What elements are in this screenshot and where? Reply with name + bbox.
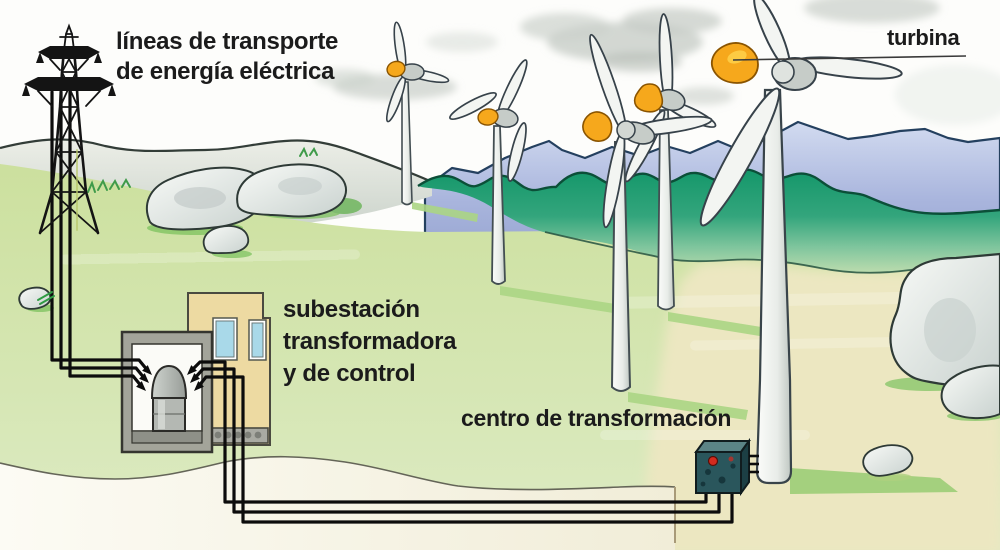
rock <box>940 364 1000 420</box>
turbine-blades <box>449 59 528 182</box>
power-cables <box>50 90 734 524</box>
label-power-lines: líneas de transporte de energía eléctric… <box>116 27 338 87</box>
substation-window <box>212 317 238 361</box>
turbine-spinner <box>633 83 664 113</box>
rock <box>202 225 250 255</box>
turbine-tower <box>657 109 675 311</box>
transformer <box>150 364 188 432</box>
turbine-tower <box>401 81 413 206</box>
cable-arrowheads <box>136 365 204 391</box>
rock <box>862 444 914 477</box>
grass-shadow-stripes <box>412 202 958 494</box>
rock <box>18 286 52 310</box>
label-transformation-center-text: centro de transformación <box>461 405 732 431</box>
label-power-lines-line1: líneas de transporte <box>116 28 339 55</box>
grass-tufts <box>87 146 318 193</box>
substation-base-vent <box>209 427 269 444</box>
label-turbine: turbina <box>887 25 960 51</box>
turbine-tower <box>755 88 793 485</box>
label-substation-line2: transformadora <box>283 328 457 355</box>
grass-tick <box>37 291 55 305</box>
label-transformation-center: centro de transformación <box>461 405 731 432</box>
wind-turbine-3 <box>582 33 713 392</box>
turbine-tower <box>610 141 632 392</box>
label-substation-line3: y de control <box>283 360 416 387</box>
rocks-right <box>862 252 1000 481</box>
label-substation: subestación transformadora y de control <box>283 294 456 390</box>
turbine-hub <box>616 120 636 140</box>
wind-turbine-1 <box>385 21 450 206</box>
turbine-spinner <box>477 108 499 126</box>
turbine-hub <box>771 60 795 84</box>
red-indicator-led <box>707 455 719 467</box>
label-turbine-text: turbina <box>887 25 960 50</box>
substation-window <box>248 319 267 361</box>
transmission-tower <box>22 23 116 305</box>
turbine-spinner <box>386 60 406 78</box>
rocks-left <box>18 146 362 312</box>
label-substation-line1: subestación <box>283 296 420 323</box>
wind-turbine-2 <box>449 59 528 285</box>
transformation-center-box <box>694 437 759 497</box>
box-tower-connectors <box>749 454 759 474</box>
turbine-leader-line <box>732 55 967 61</box>
turbine-blades <box>699 0 903 227</box>
wind-turbine-5 <box>699 0 903 485</box>
turbine-spinner <box>582 111 613 142</box>
label-power-lines-line2: de energía eléctrica <box>116 58 335 85</box>
turbine-tower <box>491 125 506 285</box>
